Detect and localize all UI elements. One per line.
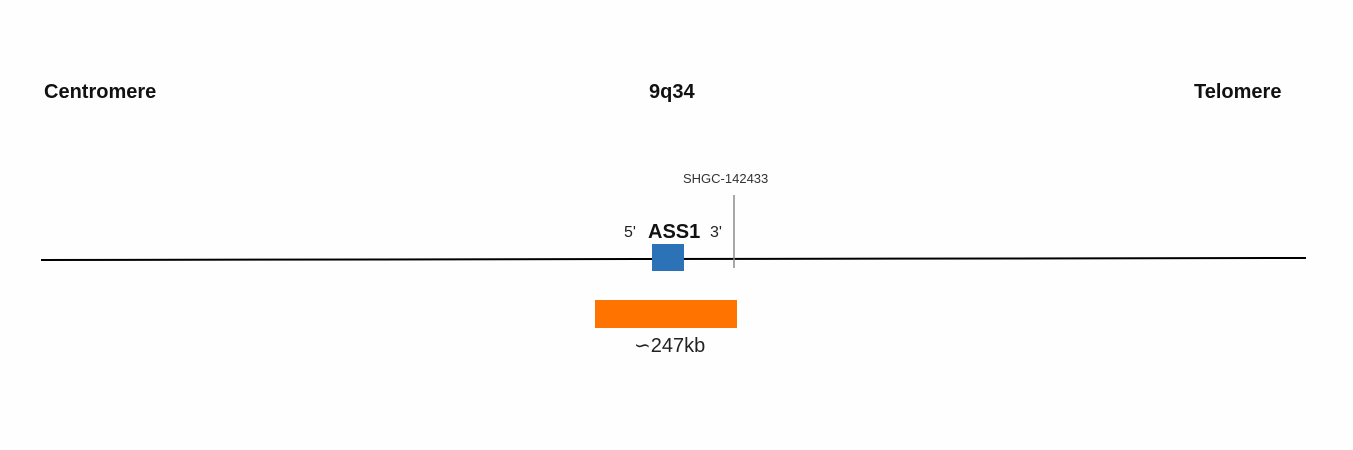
gene-box <box>652 244 684 271</box>
five-prime-label: 5' <box>624 224 636 241</box>
telomere-label: Telomere <box>1194 81 1282 103</box>
chromosome-band-label: 9q34 <box>649 81 695 103</box>
region-size-label: ∽247kb <box>634 335 706 357</box>
three-prime-label: 3' <box>710 224 722 241</box>
region-bar <box>595 300 737 328</box>
gene-name-label: ASS1 <box>648 221 701 243</box>
centromere-label: Centromere <box>44 81 157 103</box>
marker-label: SHGC-142433 <box>683 171 769 186</box>
